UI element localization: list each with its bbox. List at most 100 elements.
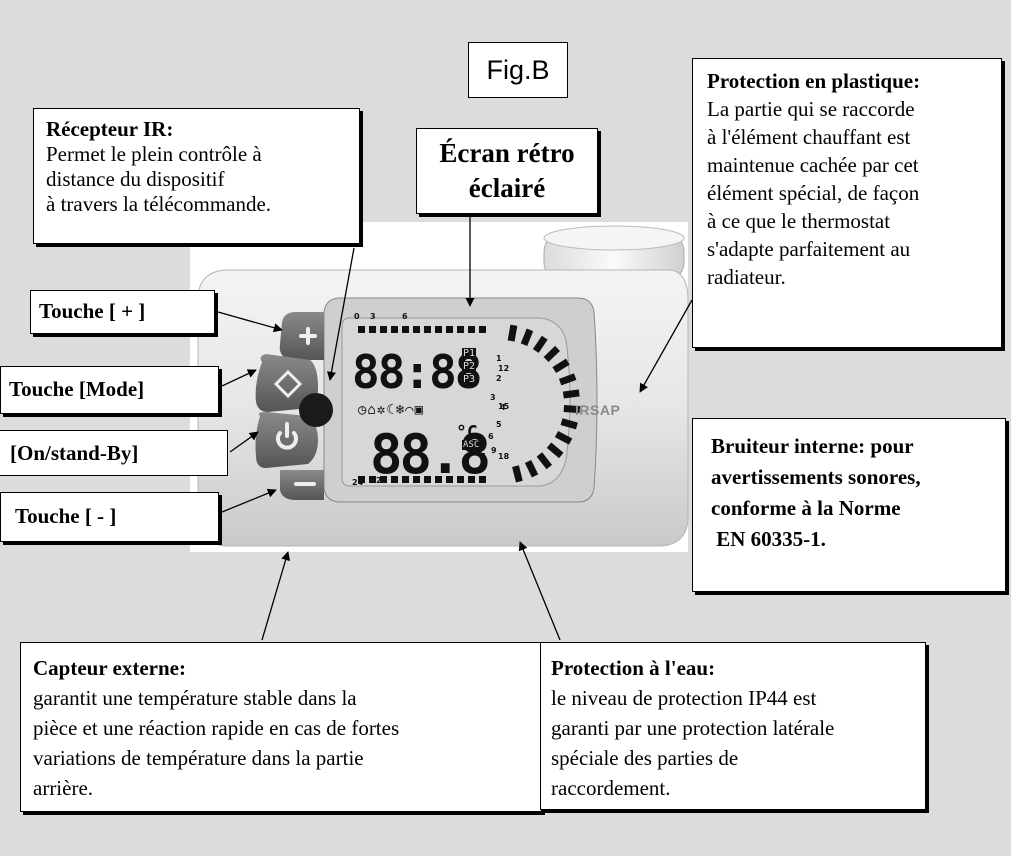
- capteur-line-1: garantit une température stable dans la: [33, 686, 357, 710]
- brand-logo: IRSAP: [575, 402, 621, 418]
- figure-label: Fig.B: [468, 42, 568, 98]
- lcd-hour-number: 5: [496, 420, 502, 429]
- lcd-hour-segment: [369, 326, 376, 333]
- lcd-hour-number: 18: [498, 452, 510, 461]
- lcd-hour-segment: [468, 476, 475, 483]
- touche-mode-callout: Touche [Mode]: [0, 366, 219, 414]
- pointer-minus: [221, 488, 277, 513]
- lcd-hour-segment: [424, 476, 431, 483]
- plastique-title: Protection en plastique:: [707, 69, 921, 93]
- lcd-time-digits: 88:88: [352, 345, 482, 399]
- lcd-hour-segment: [446, 326, 453, 333]
- lcd-hour-segment: [358, 476, 365, 483]
- onoff-callout: [On/stand-By]: [0, 430, 228, 476]
- plastique-line-2: à l'élément chauffant est: [707, 125, 911, 149]
- lcd-hour-segment: [457, 476, 464, 483]
- lcd-hour-number: 0: [354, 312, 360, 321]
- lcd-hour-segment: [446, 476, 453, 483]
- capteur-callout: Capteur externe: garantit une températur…: [20, 642, 542, 812]
- ecran-line-2: éclairé: [468, 173, 546, 203]
- lcd-hour-number: 6: [488, 432, 494, 441]
- lcd-hour-segment: [507, 324, 518, 342]
- lcd-hour-segment: [424, 326, 431, 333]
- eau-title: Protection à l'eau:: [551, 656, 716, 680]
- eau-line-4: raccordement.: [551, 776, 671, 800]
- lcd-badge-p2: P2: [462, 361, 477, 372]
- lcd-hour-segment: [413, 326, 420, 333]
- eau-line-1: le niveau de protection IP44 est: [551, 686, 817, 710]
- ecran-line-1: Écran rétro: [439, 138, 575, 168]
- lcd-temp-digits: 88.8: [370, 423, 491, 486]
- plastique-line-1: La partie qui se raccorde: [707, 97, 915, 121]
- plastique-line-3: maintenue cachée par cet: [707, 153, 919, 177]
- lcd-hour-number: 9: [491, 446, 497, 455]
- lcd-icon-row: ◷⌂✲☾❄⌒▣: [358, 402, 425, 418]
- on-standby-button[interactable]: [255, 412, 319, 468]
- pointer-plastique: [639, 299, 693, 393]
- pointer-eau: [518, 541, 561, 641]
- mode-button[interactable]: [255, 354, 318, 412]
- bruiteur-callout: Bruiteur interne: pour avertissements so…: [692, 418, 1006, 592]
- mode-icon: [273, 369, 303, 399]
- lcd-hour-segment: [554, 430, 573, 445]
- lcd-hour-segment: [369, 476, 376, 483]
- plastique-line-7: radiateur.: [707, 265, 786, 289]
- lcd-hour-segment: [524, 459, 539, 478]
- lcd-hour-segment: [358, 326, 365, 333]
- recepteur-title: Récepteur IR:: [46, 117, 174, 141]
- lcd-hour-segment: [536, 452, 553, 470]
- lcd-hour-segment: [468, 326, 475, 333]
- lcd-hour-segment: [546, 442, 564, 459]
- lcd-hour-segment: [380, 476, 387, 483]
- lcd-hour-number: 6: [402, 312, 408, 321]
- lcd-hour-segment: [402, 476, 409, 483]
- ecran-callout: Écran rétro éclairé: [416, 128, 598, 214]
- plastique-line-4: élément spécial, de façon: [707, 181, 920, 205]
- pointer-onoff: [229, 431, 259, 453]
- touche-mode-label: Touche [Mode]: [9, 377, 145, 401]
- lcd-hour-number: 12: [498, 364, 510, 373]
- lcd-hour-segment: [552, 358, 570, 374]
- recepteur-line-1: Permet le plein contrôle à: [46, 142, 262, 166]
- power-icon: [276, 431, 298, 450]
- lcd-hour-number: 21: [376, 476, 388, 485]
- lcd-hour-segment: [558, 373, 577, 386]
- lcd-hour-segment: [520, 328, 534, 346]
- lcd-hour-segment: [457, 326, 464, 333]
- lcd-hour-number: 1: [496, 354, 502, 363]
- lcd-hour-number: 7: [480, 452, 486, 461]
- pointer-mode: [221, 369, 257, 387]
- lcd-hour-segment: [435, 476, 442, 483]
- touche-minus-callout: Touche [ - ]: [0, 492, 219, 542]
- onoff-label: [On/stand-By]: [10, 441, 139, 465]
- eau-callout: Protection à l'eau: le niveau de protect…: [540, 642, 926, 810]
- recepteur-callout: Récepteur IR: Permet le plein contrôle à…: [33, 108, 360, 244]
- lcd-hour-segment: [479, 476, 486, 483]
- lcd-hour-segment: [380, 326, 387, 333]
- plastique-line-6: s'adapte parfaitement au: [707, 237, 911, 261]
- lcd-hour-segment: [563, 404, 581, 414]
- bruiteur-line-1: Bruiteur interne: pour: [711, 434, 914, 458]
- touche-plus-label: Touche [ + ]: [39, 299, 146, 323]
- eau-line-2: garanti par une protection latérale: [551, 716, 835, 740]
- lcd-badge-asc: ASC: [462, 440, 481, 450]
- recepteur-line-3: à travers la télécommande.: [46, 192, 272, 216]
- recepteur-line-2: distance du dispositif: [46, 167, 225, 191]
- lcd-unit: °C: [456, 422, 478, 443]
- pointer-plus: [217, 311, 283, 333]
- lcd-hour-number: 24: [352, 478, 364, 487]
- lcd-hour-segment: [543, 345, 560, 363]
- lcd-hour-number: 15: [498, 402, 510, 411]
- lcd-hour-segment: [479, 326, 486, 333]
- lcd-badge-p3: P3: [462, 374, 477, 385]
- lcd-badge-p1: P1: [462, 348, 477, 359]
- lcd-hour-number: 3: [490, 393, 496, 402]
- bruiteur-line-4: EN 60335-1.: [711, 527, 826, 551]
- lcd-hour-number: 4: [500, 403, 506, 412]
- lcd-hour-segment: [391, 476, 398, 483]
- plastique-line-5: à ce que le thermostat: [707, 209, 891, 233]
- lcd-hour-segment: [413, 476, 420, 483]
- lcd-hour-segment: [560, 418, 578, 430]
- eau-line-3: spéciale des parties de: [551, 746, 739, 770]
